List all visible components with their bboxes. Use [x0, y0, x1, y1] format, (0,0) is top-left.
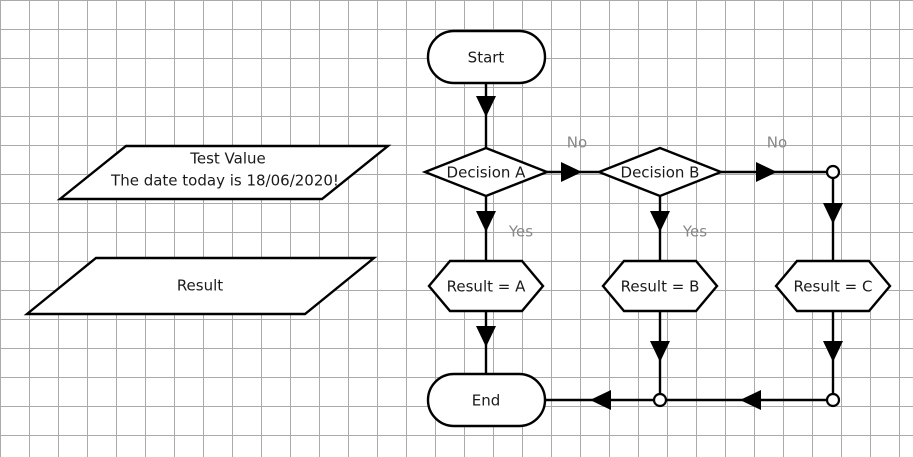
- node-result-c[interactable]: Result = C: [774, 259, 892, 313]
- node-output-label: Result: [177, 277, 223, 295]
- junction-right-top[interactable]: [825, 164, 841, 180]
- node-output-result[interactable]: Result: [23, 256, 378, 316]
- node-decision-a-label: Decision A: [447, 164, 527, 182]
- edge-decisionA-no: [547, 162, 599, 182]
- edge-resultB-to-junction: [650, 311, 670, 400]
- edge-decisionA-yes: [476, 196, 496, 261]
- node-result-b[interactable]: Result = B: [601, 259, 719, 313]
- node-result-a-label: Result = A: [447, 278, 526, 296]
- edge-junction-to-resultC: [823, 172, 843, 261]
- node-input-test-value[interactable]: Test Value The date today is 18/06/2020!: [56, 144, 392, 201]
- node-start[interactable]: Start: [426, 29, 547, 85]
- junction-right-bottom[interactable]: [825, 392, 841, 408]
- node-result-c-label: Result = C: [794, 278, 873, 296]
- node-start-label: Start: [468, 49, 505, 67]
- edge-label-no-b: No: [767, 134, 787, 152]
- node-result-b-label: Result = B: [621, 278, 700, 296]
- node-result-a[interactable]: Result = A: [427, 259, 545, 313]
- node-input-label-line1: Test Value: [189, 150, 266, 168]
- node-decision-a[interactable]: Decision A: [421, 146, 551, 198]
- edge-label-yes-a: Yes: [508, 223, 533, 241]
- node-end-label: End: [472, 392, 501, 410]
- node-decision-b-label: Decision B: [621, 164, 700, 182]
- edge-junction-middle-to-end: [545, 390, 660, 410]
- edge-resultC-to-junction: [823, 311, 843, 400]
- edge-label-yes-b: Yes: [682, 223, 707, 241]
- edge-label-no-a: No: [567, 134, 587, 152]
- edge-resultA-to-end: [476, 311, 496, 374]
- node-decision-b[interactable]: Decision B: [595, 146, 725, 198]
- node-end[interactable]: End: [426, 372, 547, 428]
- edge-start-to-decisionA: [476, 83, 496, 148]
- edge-decisionB-no: [721, 162, 833, 182]
- node-input-label-line2: The date today is 18/06/2020!: [110, 172, 339, 190]
- junction-middle-bottom[interactable]: [652, 392, 668, 408]
- edge-junction-right-to-middle: [660, 390, 833, 410]
- edge-decisionB-yes: [650, 196, 670, 261]
